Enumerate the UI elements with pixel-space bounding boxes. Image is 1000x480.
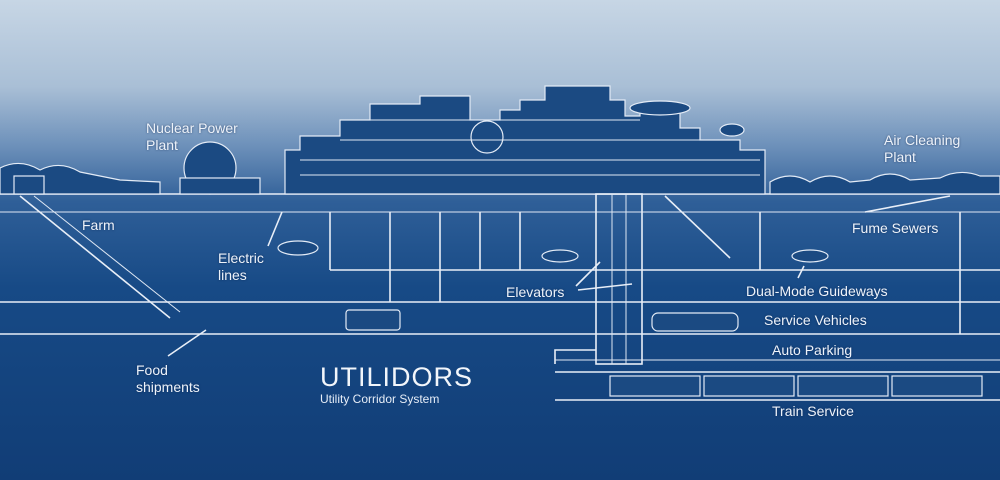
right-trees bbox=[769, 171, 1000, 195]
label-auto-parking: Auto Parking bbox=[772, 342, 853, 358]
diagram-title: UTILIDORS bbox=[320, 362, 474, 392]
truck bbox=[345, 309, 401, 331]
train bbox=[609, 375, 983, 397]
guideway-car-right bbox=[791, 249, 829, 263]
food-conveyor bbox=[19, 195, 171, 319]
elevator-core bbox=[595, 193, 643, 365]
right-ramp bbox=[664, 195, 731, 259]
tower-disc bbox=[629, 100, 691, 116]
train-ramp bbox=[554, 349, 596, 364]
farm-house bbox=[13, 175, 45, 195]
mushroom-tower bbox=[719, 123, 745, 137]
label-farm: Farm bbox=[82, 217, 115, 233]
vertical-shafts bbox=[329, 212, 961, 334]
label-fume-sewers: Fume Sewers bbox=[852, 220, 939, 236]
label-electric-lines: Electric lines bbox=[218, 250, 264, 283]
guideway-car-mid bbox=[541, 249, 579, 263]
guideway-car-left bbox=[277, 240, 319, 256]
label-food-shipments: Food shipments bbox=[136, 362, 200, 395]
label-nuclear-power-plant: Nuclear Power Plant bbox=[146, 120, 238, 153]
label-service-vehicles: Service Vehicles bbox=[764, 312, 867, 328]
fume-ramp bbox=[864, 195, 951, 213]
diagram-subtitle: Utility Corridor System bbox=[320, 392, 440, 406]
label-elevators: Elevators bbox=[506, 284, 565, 300]
label-dual-mode-guideways: Dual-Mode Guideways bbox=[746, 283, 888, 299]
nuclear-base bbox=[179, 177, 261, 195]
service-vehicle bbox=[651, 312, 739, 332]
food-conveyor-rail bbox=[33, 195, 181, 313]
label-pointers bbox=[167, 211, 805, 357]
city-windows bbox=[300, 119, 760, 176]
label-train-service: Train Service bbox=[772, 403, 854, 419]
central-dome bbox=[470, 120, 504, 154]
label-air-cleaning-plant: Air Cleaning Plant bbox=[884, 132, 961, 165]
